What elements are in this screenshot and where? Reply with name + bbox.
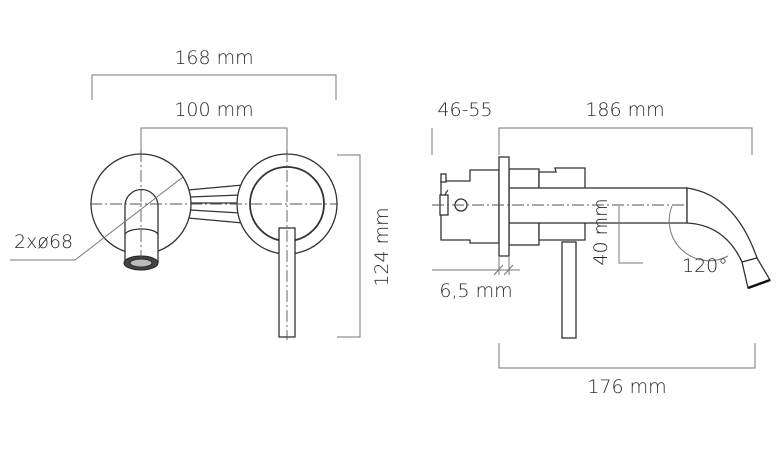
label-overall-width: 168 mm [174, 47, 253, 69]
label-spout-height: 40 mm [590, 198, 612, 265]
dimension-176 [498, 343, 756, 369]
spout-pipe [508, 187, 688, 224]
screw [440, 173, 447, 183]
label-spout-angle: 120° [682, 255, 728, 277]
label-height: 124 mm [371, 207, 393, 286]
label-center-distance: 100 mm [174, 99, 253, 121]
lever-side [561, 241, 577, 339]
wall-plate [498, 156, 510, 257]
label-wall-range: 46-55 [437, 99, 492, 121]
side-view: 46-55 186 mm 6,5 mm 40 mm 120° 176 mm [431, 99, 771, 398]
dimension-124 [337, 154, 361, 338]
valve-body [187, 184, 244, 224]
spout-edge [124, 228, 159, 236]
angle-leader [618, 206, 643, 264]
label-lever-reach: 176 mm [587, 376, 666, 398]
angle-arc [668, 205, 729, 262]
diameter-leader [10, 176, 184, 261]
front-view: 168 mm 100 mm 124 mm 2xø68 [10, 47, 393, 340]
dimension-186 [431, 127, 753, 155]
nozzle-tip [747, 278, 771, 290]
aerator-inner [129, 258, 153, 268]
dimension-168 [91, 74, 337, 100]
spout-bend [686, 187, 758, 263]
dimension-6-5 [432, 256, 520, 276]
label-rosette-diameter: 2xø68 [14, 231, 73, 253]
spout-nozzle [741, 257, 771, 289]
label-plate-thickness: 6,5 mm [439, 280, 512, 302]
label-spout-reach: 186 mm [585, 99, 664, 121]
dimension-100 [140, 127, 288, 155]
body-box [440, 169, 500, 244]
